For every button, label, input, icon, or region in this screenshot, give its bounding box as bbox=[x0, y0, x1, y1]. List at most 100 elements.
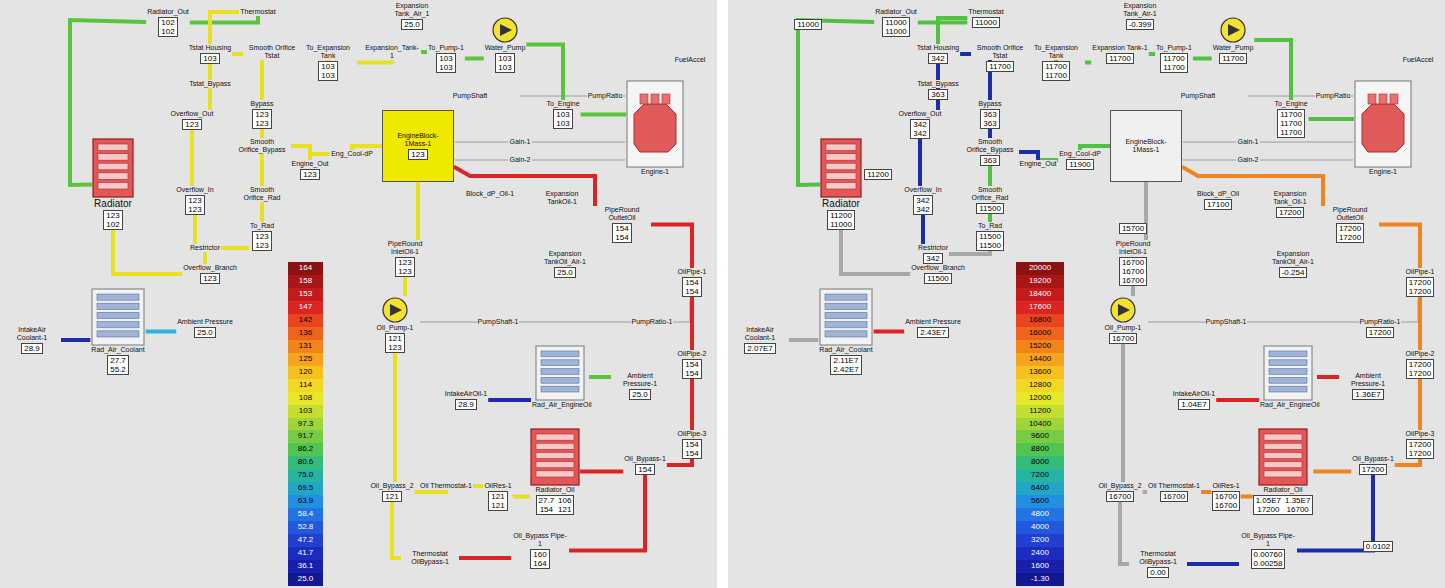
component-name: PipeRound InletOil-1 bbox=[376, 240, 434, 256]
pipe-connector bbox=[1309, 117, 1354, 121]
component-name: IntakeAir Coolant-1 bbox=[731, 326, 789, 342]
pipe-connector bbox=[1193, 57, 1212, 61]
value-readout: 0.00258 bbox=[1254, 559, 1283, 568]
pipe-connector bbox=[921, 215, 925, 244]
signal-line bbox=[1183, 160, 1353, 161]
component-name: Expansion TankOil-1 bbox=[533, 190, 591, 206]
component-node: PumpRatio bbox=[1315, 92, 1352, 100]
component-name: Oil_Bypass_2 bbox=[1097, 482, 1142, 490]
component-node: Oil Thermostat-1 bbox=[419, 482, 473, 490]
legend-value: 1600 bbox=[1016, 560, 1064, 572]
value-box: 123 bbox=[300, 169, 319, 180]
air-icon bbox=[535, 345, 585, 401]
component-name: Tstat_Bypass bbox=[188, 80, 232, 88]
value-readout: 17200 bbox=[1409, 287, 1431, 296]
component-node: To_Expansion Tank103103 bbox=[299, 44, 357, 81]
pipe-connector bbox=[190, 16, 258, 23]
legend-entry: 153 bbox=[288, 288, 323, 301]
value-readout: 363 bbox=[983, 156, 996, 165]
component-node: Oil_Pump-1121123 bbox=[376, 296, 415, 353]
component-name: Oil_Bypass Pipe-1 bbox=[511, 532, 569, 548]
pipe-connector bbox=[1019, 152, 1038, 160]
signal-line bbox=[1183, 142, 1353, 143]
legend-entry: 103 bbox=[288, 405, 323, 418]
component-node: Engine-1 bbox=[1354, 80, 1412, 176]
value-readout: 11200 bbox=[830, 211, 852, 220]
value-readout: 11500 bbox=[979, 204, 1001, 213]
value-readout: 11000 bbox=[885, 27, 907, 36]
pipe-connector bbox=[1201, 490, 1211, 494]
value-box: 103103 bbox=[495, 53, 514, 73]
legend-value: 103 bbox=[288, 405, 323, 417]
pipe-connector bbox=[1216, 398, 1259, 402]
value-box: 363 bbox=[980, 155, 999, 166]
component-name: Thermostat OilBypass-1 bbox=[401, 550, 459, 566]
component-name: Radiator bbox=[821, 198, 861, 209]
value-box: 27.755.2 bbox=[107, 355, 129, 375]
pipe-connector bbox=[580, 470, 623, 474]
component-name: PumpShaft-1 bbox=[1205, 318, 1248, 326]
value-box: 1.36E7 bbox=[1352, 389, 1383, 400]
value-box: 154154 bbox=[682, 439, 701, 459]
value-box: 1670016700 bbox=[1212, 491, 1240, 511]
component-node: Thermostat OilBypass-1 bbox=[401, 550, 459, 566]
legend-value: 97.3 bbox=[288, 418, 323, 430]
value-readout: 11700 bbox=[1045, 71, 1067, 80]
value-readout: 123 bbox=[398, 258, 411, 267]
component-name: Restrictor bbox=[189, 244, 221, 252]
component-name: Ambient Pressure-1 bbox=[611, 372, 669, 388]
value-box: 25.0 bbox=[194, 327, 216, 338]
value-readout: 103 bbox=[498, 54, 511, 63]
pipe-connector bbox=[260, 129, 264, 138]
value-readout: 103 bbox=[439, 54, 452, 63]
component-name: PumpShaft bbox=[452, 92, 489, 100]
component-node: Smooth Orifice_Rad11500 bbox=[961, 186, 1019, 214]
component-node: EngineBlock-1Mass-1123 bbox=[382, 110, 454, 182]
legend-entry: 142 bbox=[288, 314, 323, 327]
value-box: 123 bbox=[182, 119, 201, 130]
component-node: OilRes-1121121 bbox=[483, 482, 512, 511]
legend-value: 9600 bbox=[1016, 430, 1064, 442]
pipe-connector bbox=[190, 130, 194, 186]
legend-value: -1.30 bbox=[1016, 573, 1064, 585]
pipe-connector bbox=[357, 60, 392, 63]
value-readout: 342 bbox=[913, 129, 926, 138]
component-node: PumpShaft bbox=[1180, 92, 1217, 100]
legend-entry: 9600 bbox=[1016, 430, 1064, 443]
legend-value: 164 bbox=[288, 262, 323, 274]
value-readout: 17200 bbox=[1409, 369, 1431, 378]
value-readout: 11700 bbox=[1280, 128, 1302, 137]
component-node: Expansion Tank_Air-1-0.399 bbox=[1111, 2, 1169, 30]
component-name: OilPipe-1 bbox=[677, 268, 708, 276]
component-name: Oil_Bypass_2 bbox=[369, 482, 414, 490]
value-readout: 103 bbox=[439, 63, 452, 72]
value-readout: 123 bbox=[188, 196, 201, 205]
pipe-connector bbox=[569, 475, 645, 551]
component-name: Smooth Orifice_Bypass bbox=[233, 138, 291, 154]
legend-entry: 136 bbox=[288, 327, 323, 340]
value-readout: 17200 bbox=[1256, 505, 1281, 514]
value-box: 1720017200 bbox=[1406, 359, 1434, 379]
component-node: Water_Pump103103 bbox=[484, 16, 527, 73]
component-name: PumpShaft bbox=[1180, 92, 1217, 100]
value-readout: 1.36E7 bbox=[1355, 390, 1380, 399]
value-box: 123102 bbox=[103, 210, 122, 230]
value-readout: 154 bbox=[685, 440, 698, 449]
pipe-connector bbox=[291, 146, 310, 160]
legend-entry: 114 bbox=[288, 379, 323, 392]
legend-value: 80.6 bbox=[288, 456, 323, 468]
component-node: PipeRound OutletOil154154 bbox=[593, 206, 651, 243]
value-readout: 123 bbox=[411, 150, 424, 159]
value-readout: 2.43E7 bbox=[920, 328, 945, 337]
component-name: OilPipe-2 bbox=[1405, 350, 1436, 358]
component-node: Thermostat OilBypass-10.00 bbox=[1129, 550, 1187, 578]
component-node: Radiator_Oil27.7106154121 bbox=[530, 428, 580, 515]
legend-value: 86.2 bbox=[288, 443, 323, 455]
legend-value: 25.0 bbox=[288, 573, 323, 585]
value-readout: 17200 bbox=[1339, 233, 1361, 242]
legend-entry: 108 bbox=[288, 392, 323, 405]
value-readout: 11700 bbox=[1045, 62, 1067, 71]
legend-entry: 18400 bbox=[1016, 288, 1064, 301]
component-node: OilPipe-2154154 bbox=[677, 350, 708, 379]
pipe-connector bbox=[1143, 490, 1147, 494]
